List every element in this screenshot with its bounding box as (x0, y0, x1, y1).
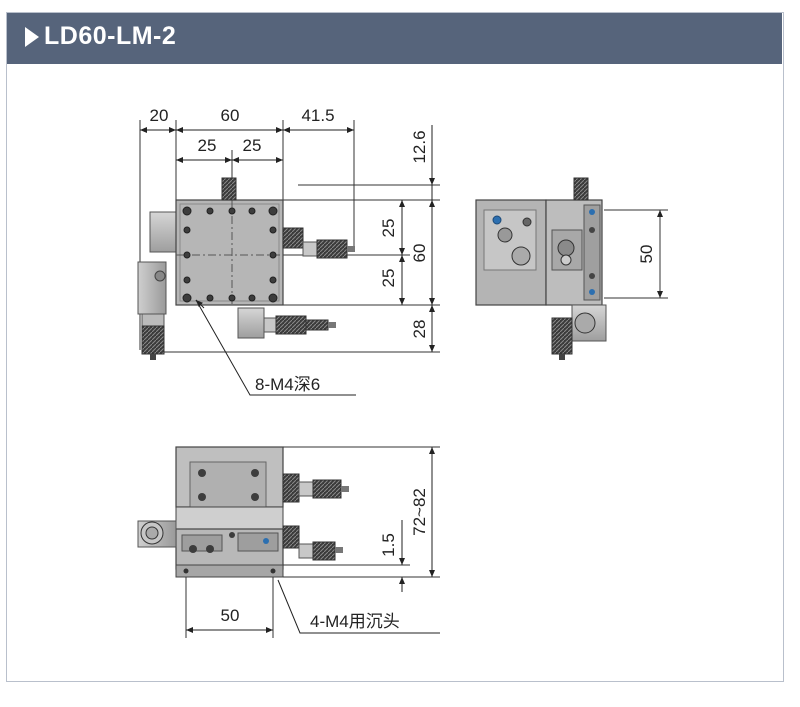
play-triangle-icon (25, 27, 39, 47)
callout-4-m4: 4-M4用沉头 (310, 612, 400, 631)
dim-60-right: 60 (410, 244, 429, 263)
drawing-frame (6, 12, 784, 682)
dim-50-front: 50 (221, 606, 240, 625)
dim-12-6: 12.6 (410, 130, 429, 163)
dim-20: 20 (150, 106, 169, 125)
top-view: 20 60 41.5 25 25 12.6 25 25 60 28 8-M4深6 (137, 106, 440, 396)
dim-50-side: 50 (637, 245, 656, 264)
dim-72-82: 72~82 (410, 488, 429, 536)
dim-28: 28 (410, 320, 429, 339)
side-view: 50 (475, 177, 668, 360)
dim-25-upper: 25 (379, 219, 398, 238)
title-bar (7, 13, 782, 64)
callout-8-m4: 8-M4深6 (255, 375, 320, 394)
dim-25-left: 25 (198, 136, 217, 155)
front-view: 72~82 1.5 50 4-M4用沉头 (137, 446, 440, 638)
dim-25-lower: 25 (379, 269, 398, 288)
product-title: LD60-LM-2 (44, 22, 177, 50)
dim-25-right: 25 (243, 136, 262, 155)
dim-60: 60 (221, 106, 240, 125)
dim-41-5: 41.5 (301, 106, 334, 125)
dim-1-5: 1.5 (379, 533, 398, 557)
